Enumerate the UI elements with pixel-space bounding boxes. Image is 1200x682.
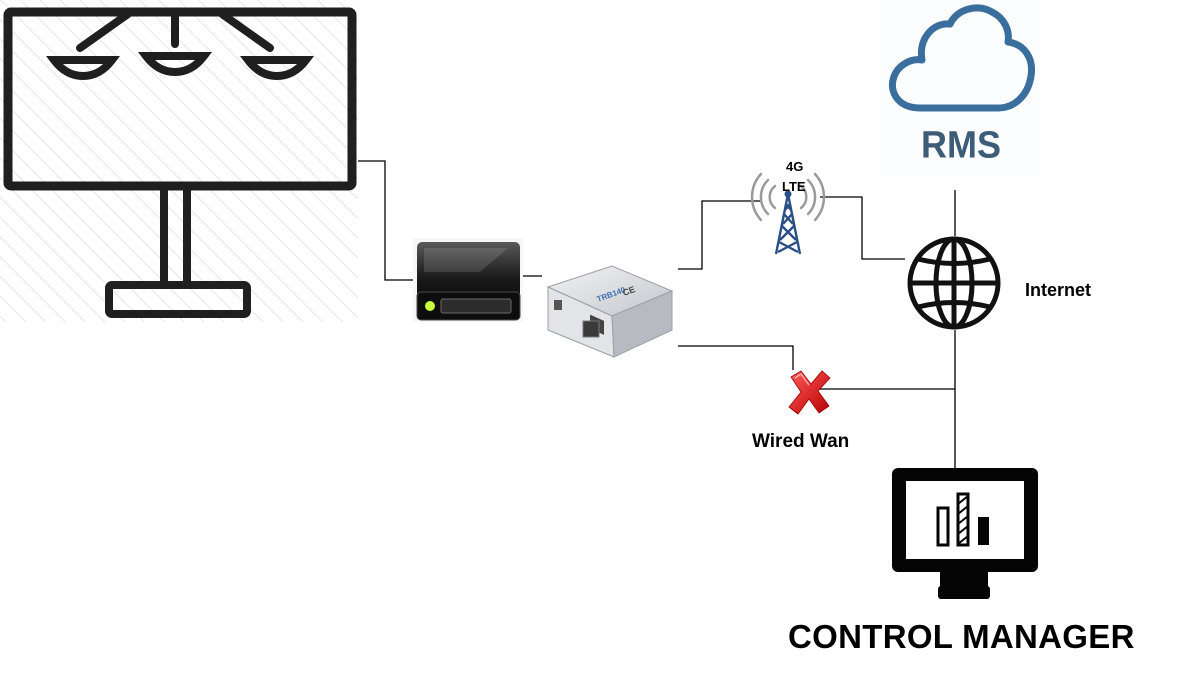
- cell-tower-icon: [750, 172, 826, 255]
- billboard-to-player-line: [358, 160, 414, 281]
- router-to-wired-line: [678, 345, 794, 370]
- connection-lines: [358, 160, 956, 468]
- internet-label: Internet: [1025, 280, 1092, 300]
- red-x-icon: [788, 370, 831, 415]
- media-player-icon: [413, 238, 523, 322]
- wired-wan-label: Wired Wan: [752, 431, 850, 452]
- rms-label: RMS: [921, 124, 1001, 166]
- control-manager-label: CONTROL MANAGER: [788, 618, 1135, 655]
- cloud-icon: RMS: [880, 0, 1040, 175]
- tower-to-internet-line: [820, 196, 905, 260]
- lte-label-bottom: LTE: [782, 179, 806, 194]
- globe-icon: [907, 236, 1001, 330]
- lte-label-top: 4G: [786, 159, 804, 174]
- router-to-tower-line: [678, 200, 760, 270]
- monitor-chart-icon: [892, 468, 1038, 599]
- billboard-icon: [0, 0, 358, 322]
- router-ce-mark: CE: [621, 284, 636, 298]
- router-icon: TRB140 CE: [546, 265, 674, 358]
